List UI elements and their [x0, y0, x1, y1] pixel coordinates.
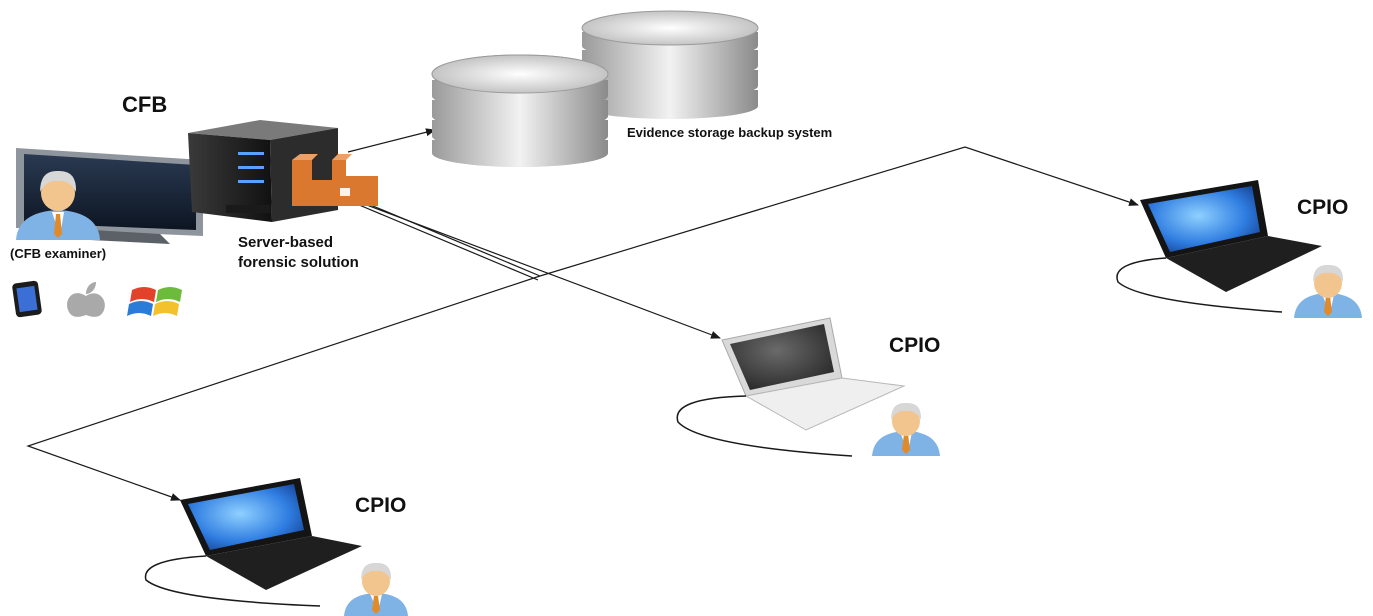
- server-tower: [188, 120, 338, 222]
- laptop-bottom: [144, 478, 362, 607]
- person-bottom-icon: [344, 562, 408, 616]
- apple-logo-icon: [67, 282, 105, 317]
- android-phone-icon: [12, 280, 42, 318]
- laptop-middle: [676, 317, 906, 457]
- forensic-tool-icon: [292, 154, 378, 206]
- cpio-middle-label: CPIO: [889, 334, 941, 357]
- person-middle-icon: [872, 402, 940, 456]
- arrow-to-bottom-laptop: [26, 275, 541, 501]
- server-label-line2: forensic solution: [238, 254, 359, 271]
- cpio-bottom-label: CPIO: [355, 494, 407, 517]
- evidence-storage-label: Evidence storage backup system: [627, 125, 833, 140]
- windows-logo-icon: [127, 287, 182, 316]
- laptop-right: [1116, 180, 1322, 313]
- cpio-right-label: CPIO: [1297, 196, 1349, 219]
- connectors: [26, 128, 1139, 501]
- line-server-to-middle-a: [351, 201, 539, 281]
- arrow-to-storage: [347, 128, 436, 153]
- person-right-icon: [1294, 264, 1362, 318]
- cfb-examiner-label: (CFB examiner): [10, 246, 107, 261]
- storage-stack-front-overlay: [431, 54, 609, 167]
- line-server-to-middle-b: [353, 197, 541, 277]
- arrow-to-middle-laptop: [347, 197, 721, 339]
- storage-stack-back: [581, 10, 759, 119]
- cfb-title: CFB: [122, 92, 168, 117]
- arrow-to-right-laptop: [539, 146, 1139, 277]
- cfb-examiner-person-icon: [16, 170, 100, 240]
- server-label-line1: Server-based: [238, 234, 334, 251]
